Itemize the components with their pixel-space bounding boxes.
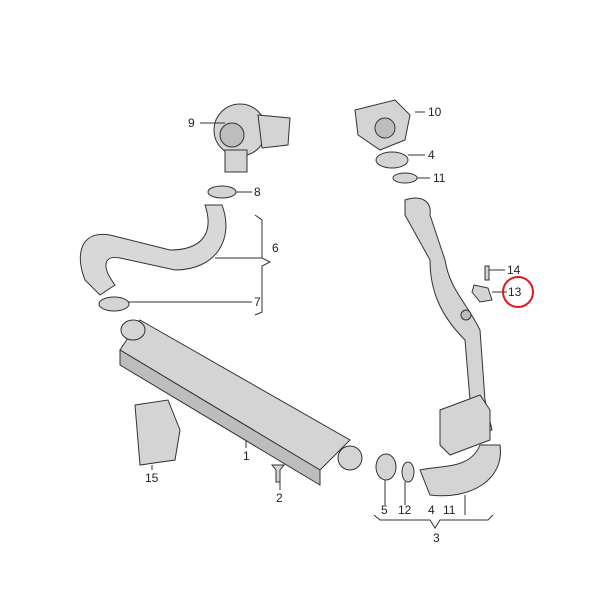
callout-5[interactable]: 5 — [381, 503, 388, 517]
callout-3[interactable]: 3 — [433, 531, 440, 545]
sensor-port — [460, 309, 472, 321]
highlight-circle — [502, 276, 534, 308]
callout-9[interactable]: 9 — [188, 116, 195, 130]
o-ring-part[interactable] — [392, 172, 418, 184]
clamp-part[interactable] — [375, 151, 409, 169]
o-ring-part[interactable] — [401, 461, 415, 483]
charge-pipe-lower-part[interactable] — [419, 444, 501, 497]
callout-6[interactable]: 6 — [272, 241, 279, 255]
charge-pipe-part[interactable] — [404, 197, 493, 441]
callout-4[interactable]: 4 — [428, 148, 435, 162]
callout-4-bottom[interactable]: 4 — [428, 503, 435, 517]
clamp-part[interactable] — [98, 296, 130, 312]
pressure-sensor-part[interactable] — [471, 284, 493, 303]
turbocharger-part[interactable] — [213, 103, 291, 173]
bolt-part[interactable] — [270, 464, 286, 483]
callout-12[interactable]: 12 — [398, 503, 412, 517]
callout-2[interactable]: 2 — [276, 491, 283, 505]
callout-13[interactable]: 13 — [508, 285, 522, 299]
callout-14[interactable]: 14 — [507, 263, 521, 277]
intercooler-part[interactable] — [119, 319, 363, 486]
callout-10[interactable]: 10 — [428, 105, 442, 119]
callout-8[interactable]: 8 — [254, 185, 261, 199]
callout-11-bottom[interactable]: 11 — [443, 503, 456, 517]
throttle-housing-part[interactable] — [354, 99, 411, 151]
clamp-part[interactable] — [375, 453, 397, 481]
callout-1[interactable]: 1 — [243, 449, 250, 463]
resonator-part[interactable] — [439, 394, 491, 456]
callout-7[interactable]: 7 — [254, 295, 261, 309]
callout-15[interactable]: 15 — [145, 471, 159, 485]
callout-11[interactable]: 11 — [433, 171, 446, 185]
leader-lines — [128, 111, 507, 529]
hose-part[interactable] — [79, 204, 227, 296]
bracket-part[interactable] — [134, 399, 181, 466]
bolt-part[interactable] — [484, 265, 490, 281]
clamp-part[interactable] — [207, 185, 237, 199]
